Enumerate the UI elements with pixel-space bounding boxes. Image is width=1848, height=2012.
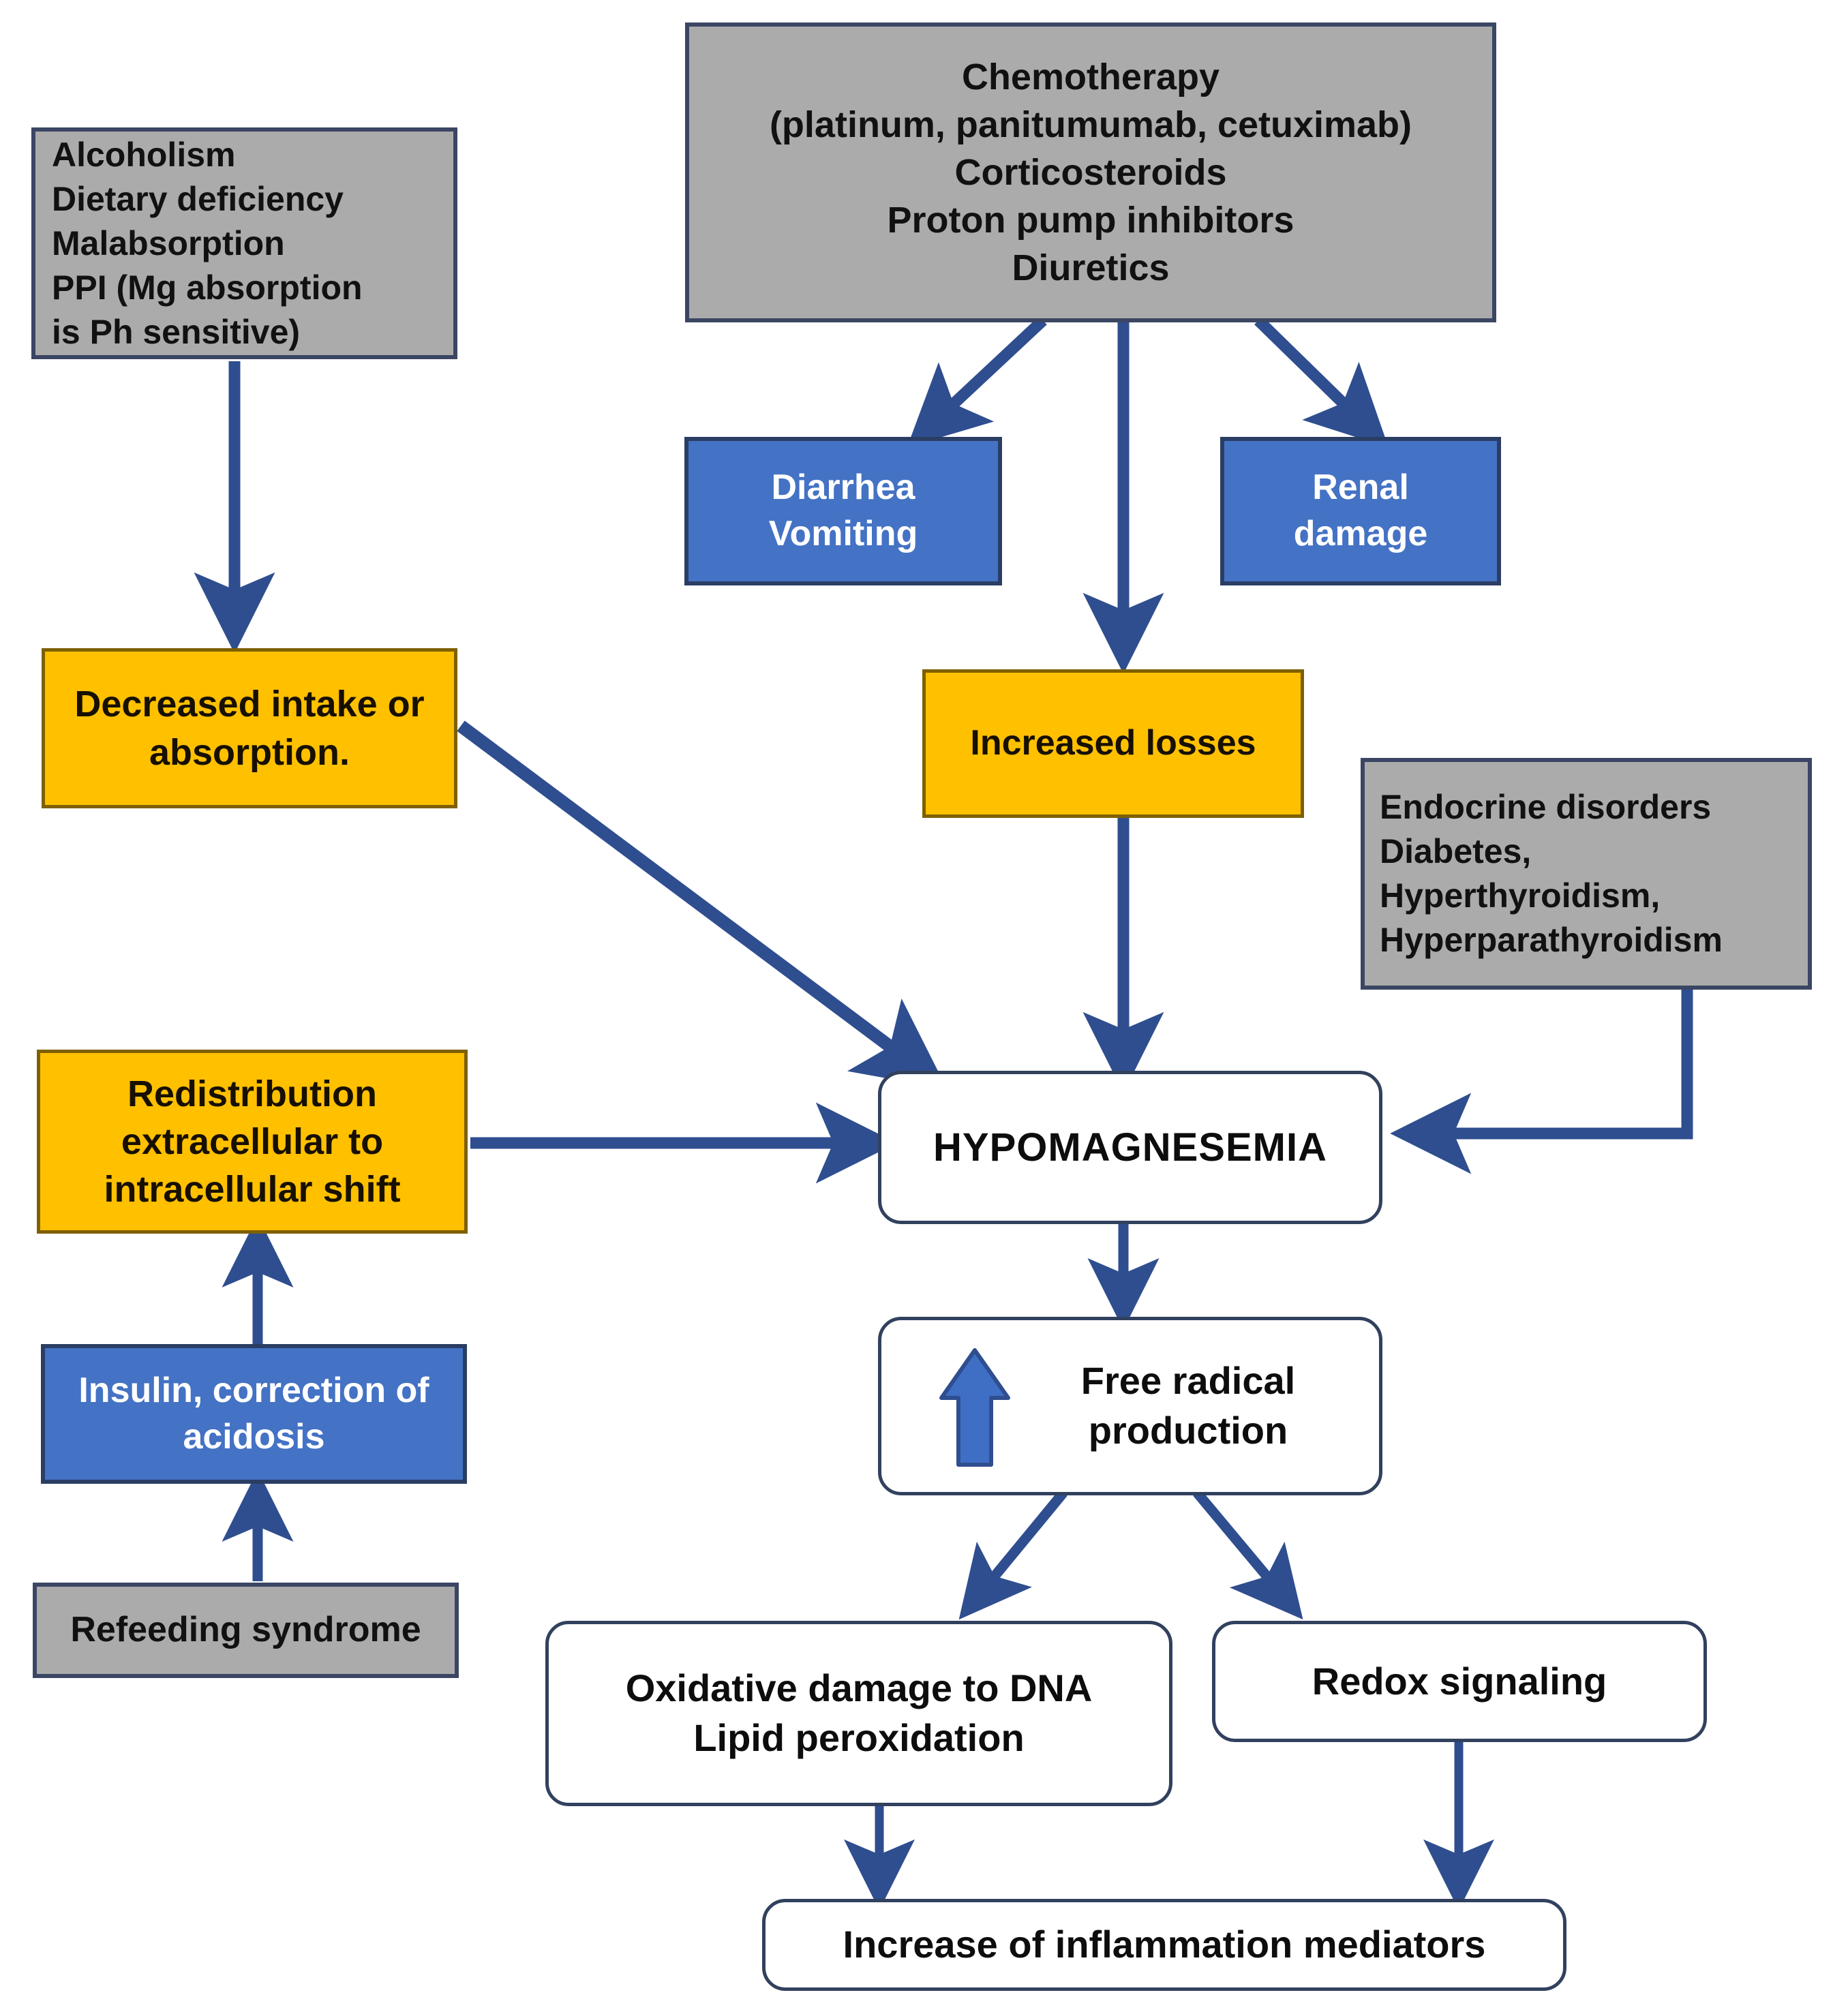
node-diarrhea-vomiting: Diarrhea Vomiting bbox=[684, 437, 1002, 585]
node-hypomagnesemia: HYPOMAGNESEMIA bbox=[878, 1071, 1382, 1224]
node-oxidative-damage: Oxidative damage to DNA Lipid peroxidati… bbox=[545, 1621, 1172, 1806]
edge-decreasedintake-to-hypomagnesemia bbox=[457, 720, 948, 1089]
node-redistribution: Redistribution extracellular to intracel… bbox=[37, 1050, 468, 1234]
node-decreased-intake: Decreased intake or absorption. bbox=[42, 648, 457, 808]
node-intake-causes: Alcoholism Dietary deficiency Malabsorpt… bbox=[31, 127, 457, 359]
up-arrow-icon bbox=[939, 1348, 1010, 1467]
node-insulin-acidosis: Insulin, correction of acidosis bbox=[41, 1344, 467, 1484]
node-renal-damage: Renal damage bbox=[1220, 437, 1501, 585]
node-refeeding-syndrome: Refeeding syndrome bbox=[33, 1583, 459, 1678]
edge-drugs-to-renaldamage bbox=[1254, 316, 1389, 448]
edge-drugs-to-diarrhea bbox=[907, 316, 1047, 448]
node-drug-causes: Chemotherapy (platinum, panitumumab, cet… bbox=[685, 22, 1496, 322]
edge-freeradical-to-redox bbox=[1193, 1489, 1303, 1620]
node-increased-losses: Increased losses bbox=[922, 669, 1304, 818]
node-endocrine-disorders: Endocrine disorders Diabetes, Hyperthyro… bbox=[1361, 758, 1812, 990]
edge-endocrine-to-hypomagnesemia bbox=[1390, 988, 1693, 1174]
node-redox-signaling: Redox signaling bbox=[1212, 1621, 1707, 1742]
node-inflammation-mediators: Increase of inflammation mediators bbox=[762, 1899, 1566, 1991]
edge-freeradical-to-oxidative bbox=[958, 1489, 1067, 1620]
